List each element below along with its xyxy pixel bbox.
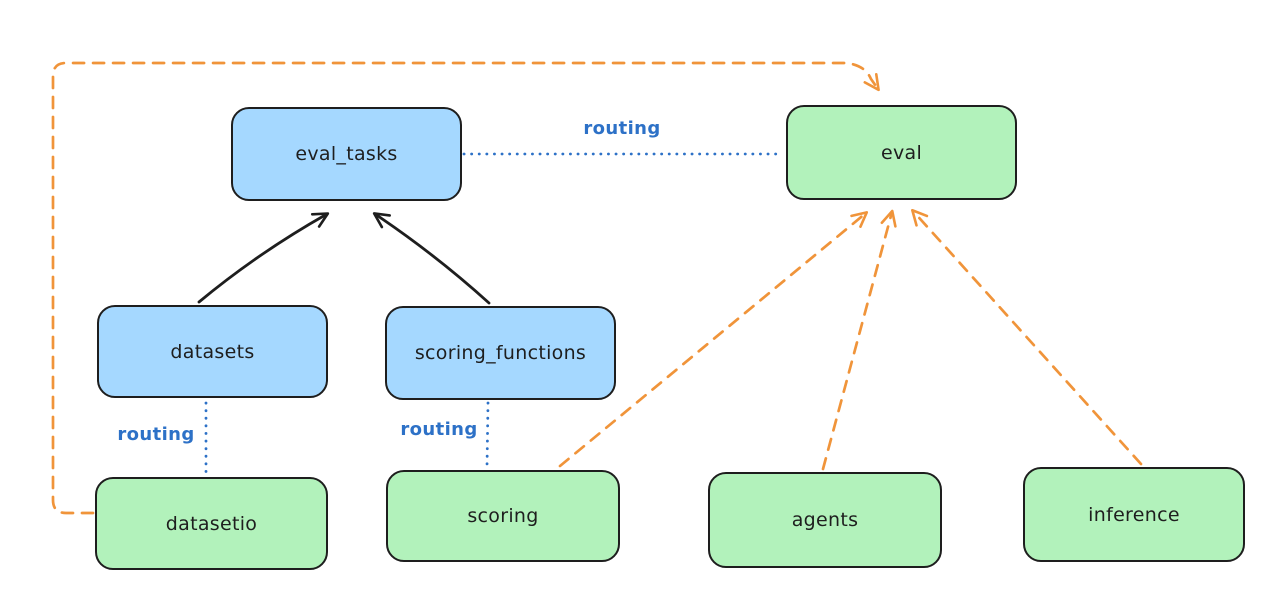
edge-scoring-functions-to-eval-tasks <box>372 212 491 305</box>
node-scoring-label: scoring <box>467 505 539 527</box>
node-eval-tasks-label: eval_tasks <box>295 143 398 165</box>
node-agents-label: agents <box>791 509 859 531</box>
node-eval-tasks: eval_tasks <box>231 107 462 201</box>
edge-label-routing-mid: routing <box>400 419 478 440</box>
edge-agents-to-eval <box>821 209 897 471</box>
node-scoring-functions: scoring_functions <box>385 306 616 400</box>
node-datasets: datasets <box>97 305 328 398</box>
node-datasetio: datasetio <box>95 477 328 570</box>
edge-datasetio-to-eval <box>51 61 880 515</box>
edge-datasets-to-eval-tasks <box>197 212 330 304</box>
node-scoring-functions-label: scoring_functions <box>414 342 587 364</box>
edge-label-routing-top: routing <box>583 118 661 139</box>
node-eval-label: eval <box>880 141 923 164</box>
edge-inference-to-eval <box>911 208 1143 466</box>
node-datasets-label: datasets <box>170 340 255 363</box>
node-inference: inference <box>1023 467 1245 562</box>
node-agents: agents <box>708 472 942 568</box>
edge-label-routing-left: routing <box>117 424 195 445</box>
edge-scoring-functions-to-scoring-routing <box>485 401 490 469</box>
node-scoring: scoring <box>386 470 620 562</box>
node-eval: eval <box>786 105 1017 200</box>
edge-scoring-to-eval <box>558 211 869 468</box>
node-datasetio-label: datasetio <box>165 512 258 535</box>
node-inference-label: inference <box>1088 503 1180 526</box>
